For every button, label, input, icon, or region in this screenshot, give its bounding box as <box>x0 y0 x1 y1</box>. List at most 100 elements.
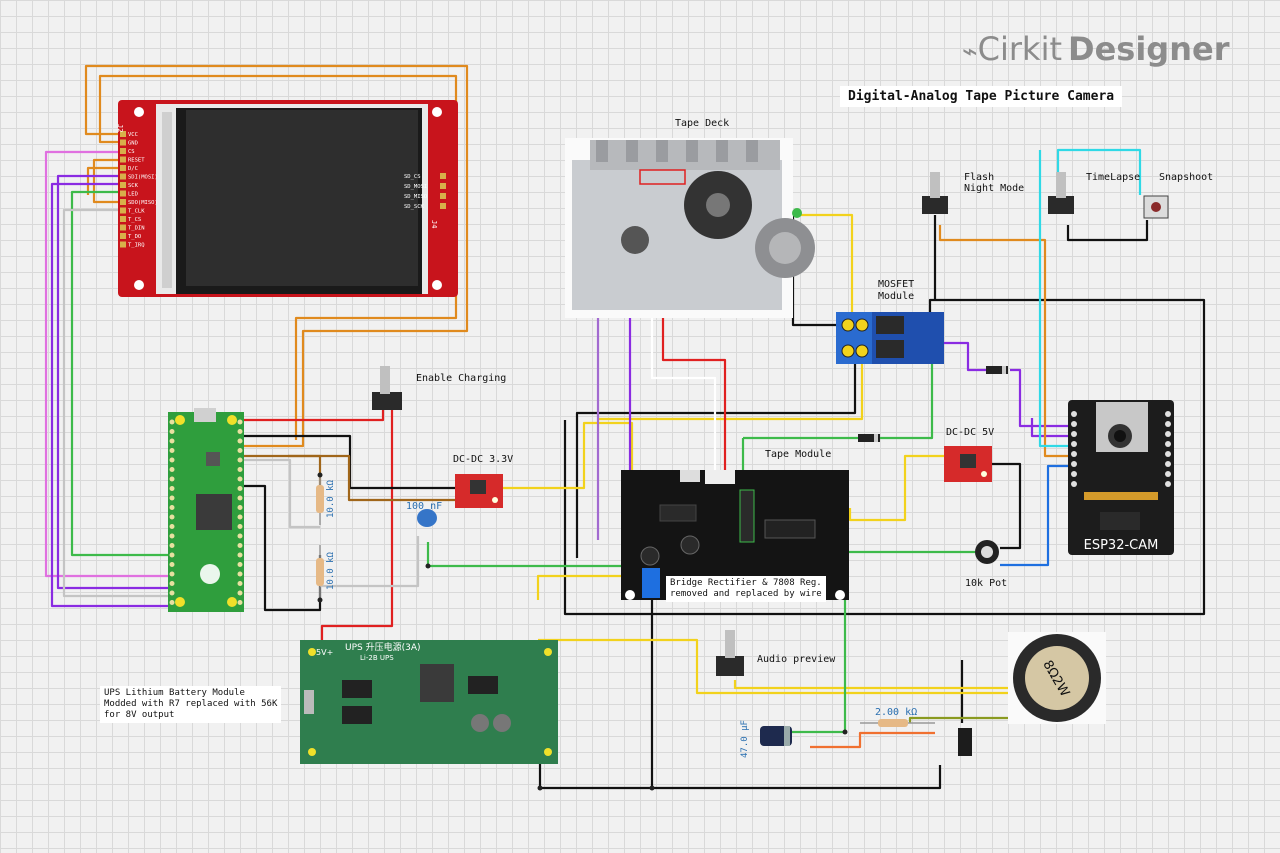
wire-yellow-mosfet[interactable] <box>598 355 864 421</box>
speaker-8ohm[interactable]: 8Ω2W <box>1008 632 1106 724</box>
wire-purple-mosi[interactable] <box>50 182 170 608</box>
esp32-pin-left[interactable] <box>1071 421 1077 427</box>
pico-pin-right[interactable] <box>237 543 243 548</box>
wire-gray-res[interactable] <box>240 458 320 529</box>
wire-black-ups[interactable] <box>538 760 942 790</box>
tft-pin-t-irq[interactable] <box>120 241 126 248</box>
wire-black-frame[interactable] <box>563 298 1206 616</box>
wire-orange-speaker[interactable] <box>810 731 935 749</box>
pico-pin-left[interactable] <box>169 552 175 558</box>
tft-pin-gnd[interactable] <box>120 139 126 146</box>
wire-green-sck[interactable] <box>70 190 170 557</box>
esp32-pin-left[interactable] <box>1071 431 1077 437</box>
pico-pin-left[interactable] <box>169 514 175 520</box>
tft-sd-pin[interactable] <box>440 203 446 209</box>
pico-pin-right[interactable] <box>237 495 243 501</box>
pico-pin-left[interactable] <box>169 448 175 453</box>
resistor-2k[interactable] <box>860 719 935 727</box>
tft-sd-pin[interactable] <box>440 173 446 179</box>
wire-brown-res[interactable] <box>288 454 322 490</box>
capacitor-47uf[interactable] <box>760 726 792 746</box>
wire-yellow-audio[interactable] <box>536 574 645 600</box>
tape-deck[interactable] <box>565 138 815 318</box>
esp32-pin-right[interactable] <box>1165 471 1171 477</box>
toggle-switch-charging[interactable] <box>372 366 402 410</box>
tft-pin-sck[interactable] <box>120 182 126 188</box>
wire-red-charging[interactable] <box>240 410 385 422</box>
tft-pin-cs[interactable] <box>120 148 126 154</box>
pico-pin-right[interactable] <box>237 429 243 434</box>
esp32-pin-right[interactable] <box>1165 451 1171 457</box>
esp32-pin-right[interactable] <box>1165 411 1171 417</box>
tft-pin-t-do[interactable] <box>120 233 126 239</box>
tft-pin-led[interactable] <box>120 190 126 197</box>
pico-pin-left[interactable] <box>169 600 175 605</box>
tft-pin-t-cs[interactable] <box>120 216 126 222</box>
pico-pin-right[interactable] <box>237 590 243 596</box>
pico-pin-left[interactable] <box>169 590 175 596</box>
tft-sd-pin[interactable] <box>440 193 446 199</box>
pico-pin-left[interactable] <box>169 581 175 586</box>
toggle-switch-audio[interactable] <box>716 630 744 676</box>
pico-pin-left[interactable] <box>169 524 175 529</box>
pico-pin-right[interactable] <box>237 476 243 482</box>
resistor-10k-1[interactable] <box>316 475 324 525</box>
pico-pin-left[interactable] <box>169 505 175 510</box>
tft-sd-pin[interactable] <box>440 183 446 189</box>
ups-battery-module[interactable]: UPS 升压电源(3A) Li-2B UPS 5V+ <box>300 640 558 764</box>
wire-orange-tft-top[interactable] <box>84 64 469 448</box>
esp32-pin-left[interactable] <box>1071 481 1077 487</box>
wire-orange-tft-3[interactable] <box>92 158 120 204</box>
tft-pin-sdo-miso-[interactable] <box>120 199 126 205</box>
mosfet-module[interactable] <box>836 312 944 364</box>
esp32-pin-left[interactable] <box>1071 471 1077 477</box>
wire-gray-cap[interactable] <box>320 536 420 588</box>
wire-purple-2[interactable] <box>56 174 170 590</box>
wire-gray-miso[interactable] <box>62 208 170 598</box>
pico-pin-right[interactable] <box>237 467 243 472</box>
pico-pin-right[interactable] <box>237 533 243 539</box>
pico-pin-left[interactable] <box>169 486 175 491</box>
wire-black-pico-gnd2[interactable] <box>240 484 322 612</box>
esp32-pin-left[interactable] <box>1071 441 1077 447</box>
pico-pin-left[interactable] <box>169 543 175 548</box>
pico-pin-right[interactable] <box>237 581 243 586</box>
wire-yellow-dcdc5[interactable] <box>848 454 945 522</box>
tft-pin-d-c[interactable] <box>120 165 126 171</box>
wire-purple-esp2[interactable] <box>1030 418 1070 438</box>
wire-yellow-audio2[interactable] <box>538 638 1030 695</box>
pico-pin-right[interactable] <box>237 552 243 558</box>
pico-pin-left[interactable] <box>169 495 175 501</box>
pico-pin-right[interactable] <box>237 600 243 605</box>
pico-pin-left[interactable] <box>169 457 175 463</box>
pico-pin-right[interactable] <box>237 524 243 529</box>
wire-green-tape2[interactable] <box>880 355 934 440</box>
esp32-pin-right[interactable] <box>1165 441 1171 447</box>
tft-pin-reset[interactable] <box>120 156 126 163</box>
wire-yellow-deck[interactable] <box>800 213 854 322</box>
wire-red-ups[interactable] <box>320 405 394 643</box>
transistor[interactable] <box>958 728 972 756</box>
pico-pin-right[interactable] <box>237 514 243 520</box>
raspberry-pi-pico[interactable] <box>168 408 244 612</box>
esp32-cam[interactable]: ESP32-CAM <box>1068 400 1174 555</box>
wire-blue-pot[interactable] <box>1000 464 1070 567</box>
wire-pink-cs[interactable] <box>44 150 170 578</box>
potentiometer-10k[interactable] <box>975 540 999 564</box>
pico-pin-right[interactable] <box>237 571 243 577</box>
esp32-pin-left[interactable] <box>1071 461 1077 467</box>
wire-orange-tft-4[interactable] <box>86 166 120 195</box>
pico-pin-right[interactable] <box>237 438 243 444</box>
wire-orange-tft-2[interactable] <box>98 74 458 440</box>
pico-pin-left[interactable] <box>169 419 175 425</box>
pico-pin-left[interactable] <box>169 533 175 539</box>
wire-orange-flash[interactable] <box>938 225 1070 458</box>
pico-pin-right[interactable] <box>237 419 243 425</box>
capacitor-100nf[interactable] <box>417 509 437 527</box>
pico-pin-left[interactable] <box>169 429 175 434</box>
toggle-switch-timelapse[interactable] <box>1048 172 1074 214</box>
pushbutton-snapshoot[interactable] <box>1143 195 1169 219</box>
wire-black-pico-gnd[interactable] <box>240 434 455 490</box>
esp32-pin-right[interactable] <box>1165 431 1171 437</box>
diode-1[interactable] <box>986 366 1008 374</box>
